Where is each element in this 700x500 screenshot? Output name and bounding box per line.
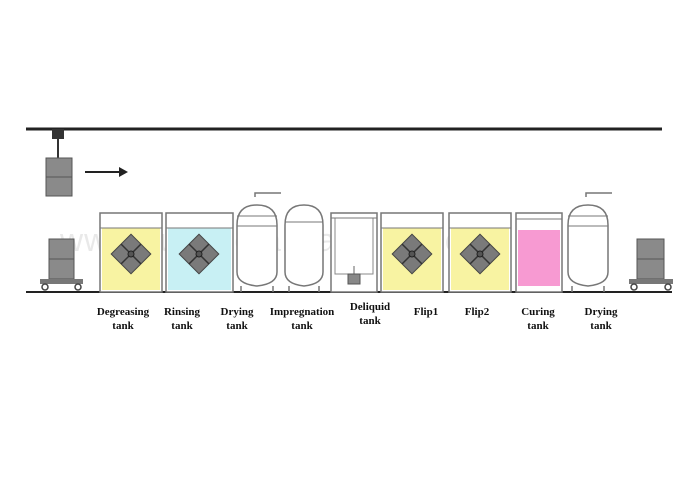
label-flip1: Flip1 [381,305,471,319]
direction-arrow [85,167,128,177]
label-line: Rinsing [163,306,201,318]
label-degreasing-tank: Degreasing tank [78,305,168,333]
label-rinsing-tank: Rinsing tank [137,305,227,333]
workpiece-basket [178,233,220,275]
drying-tank-1 [236,192,281,292]
label-line: Drying [584,306,618,318]
label-line: tank [226,320,248,332]
label-line: tank [359,315,381,327]
label-line: tank [527,320,549,332]
drain-basket [347,273,361,285]
impregnation-tank [284,204,324,292]
drying-tank-2 [567,192,612,292]
label-drying-tank-2: Drying tank [556,305,646,333]
label-line: Curing [521,306,555,318]
label-drying-tank-1: Drying tank [192,305,282,333]
label-line: tank [291,320,313,332]
loading-cart-left [40,238,83,291]
label-curing-tank: Curing tank [493,305,583,333]
rinsing-tank [165,212,234,293]
label-line: Flip1 [413,306,439,318]
label-line: tank [112,320,134,332]
unloading-cart-right [629,238,673,291]
label-line: Deliquid [349,301,391,313]
flip1-tank [380,212,444,293]
label-line: Impregnation [269,306,335,318]
label-line: tank [171,320,193,332]
workpiece-basket [391,233,433,275]
label-flip2: Flip2 [432,305,522,319]
label-line: tank [590,320,612,332]
label-deliquid-tank: Deliquid tank [325,300,415,328]
curing-tank [515,212,563,293]
label-line: Drying [220,306,254,318]
label-line: Flip2 [464,306,490,318]
overhead-hoist [45,129,73,197]
workpiece-basket [110,233,152,275]
label-line: Degreasing [96,306,150,318]
workpiece-basket [459,233,501,275]
degreasing-tank [99,212,163,293]
label-impregnation-tank: Impregnation tank [257,305,347,333]
deliquid-tank [330,212,378,293]
flip2-tank [448,212,512,293]
